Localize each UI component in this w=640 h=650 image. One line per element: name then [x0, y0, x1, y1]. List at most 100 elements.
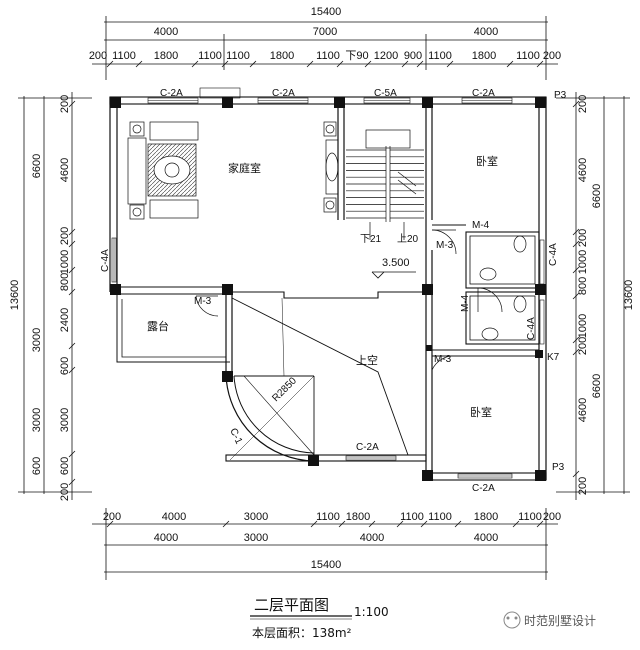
tag-c2a-2: C-2A [272, 88, 295, 99]
top-inner-dim-2: 1100 [112, 50, 136, 62]
left-mid-dim-4: 600 [31, 457, 43, 475]
tag-c5a: C-5A [374, 88, 397, 99]
tag-m3-bedroom-top: M-3 [436, 240, 454, 251]
tag-c1: C-1 [227, 427, 244, 447]
dim-tick [222, 520, 230, 528]
tag-c2a-1: C-2A [160, 88, 183, 99]
windows [111, 87, 545, 479]
left-mid-dim-1: 6600 [31, 154, 43, 178]
dim-tick [68, 478, 76, 486]
right-inner-dim-6: 1000 [577, 314, 589, 338]
room-void: 上空 [356, 353, 378, 367]
right-inner-dim-7: 200 [577, 337, 589, 355]
radius-label: R2850 [270, 375, 299, 404]
dim-tick [106, 60, 114, 68]
dim-tick [396, 520, 404, 528]
dim-tick [572, 336, 580, 344]
tv-console [323, 121, 339, 213]
bottom-inner-dim-10: 200 [543, 511, 561, 523]
room-terrace: 露台 [147, 319, 169, 333]
top-inner-dim-5: 1100 [226, 50, 250, 62]
top-inner-dim-6: 1800 [270, 50, 294, 62]
drawing-scale: 1:100 [354, 605, 389, 619]
floor-area: 本层面积：138m² [252, 626, 352, 640]
dim-tick [191, 60, 199, 68]
dim-tick [368, 520, 376, 528]
tag-p3-bottom: P3 [552, 462, 565, 473]
top-inner-dim-8: 下90 [345, 50, 368, 62]
top-inner-dim-1: 200 [89, 50, 107, 62]
right-inner-dim-4: 1000 [577, 250, 589, 274]
dim-tick [310, 520, 318, 528]
sofa-set [127, 121, 199, 220]
right-mid-dim-1: 6600 [591, 184, 603, 208]
watermark-text: 时范别墅设计 [524, 614, 596, 628]
left-inner-dim-4: 1000 [59, 250, 71, 274]
dim-tick [572, 266, 580, 274]
top-mid-dim-2: 7000 [313, 26, 337, 38]
dim-tick [572, 228, 580, 236]
dim-tick [68, 228, 76, 236]
left-inner-dim-3: 200 [59, 227, 71, 245]
bottom-inner-dim-1: 200 [103, 511, 121, 523]
top-inner-dim-9: 1200 [374, 50, 398, 62]
tag-m4-top: M-4 [472, 220, 490, 231]
dim-tick [68, 240, 76, 248]
right-dimensions [556, 92, 630, 500]
bottom-mid-dim-4: 4000 [474, 532, 498, 544]
left-inner-dim-9: 600 [59, 457, 71, 475]
tag-p3-top: P3 [554, 90, 567, 101]
dim-tick [572, 348, 580, 356]
right-inner-dim-3: 200 [577, 229, 589, 247]
bottom-inner-dim-5: 1800 [346, 511, 370, 523]
top-inner-dim-7: 1100 [316, 50, 340, 62]
top-inner-dim-3: 1800 [154, 50, 178, 62]
right-inner-dim-5: 800 [577, 277, 589, 295]
left-inner-dim-2: 4600 [59, 158, 71, 182]
dim-tick [512, 520, 520, 528]
tag-m4-side: M-4 [460, 294, 471, 312]
columns [110, 97, 546, 481]
dim-tick [536, 60, 544, 68]
top-inner-dim-14: 200 [543, 50, 561, 62]
bottom-inner-dim-4: 1100 [316, 511, 340, 523]
dim-tick [506, 60, 514, 68]
drawing-title: 二层平面图 [254, 596, 329, 614]
dim-tick [446, 60, 454, 68]
tag-c4a-left: C-4A [100, 249, 111, 272]
room-bedroom-bottom: 卧室 [470, 405, 492, 419]
top-mid-dim-1: 4000 [154, 26, 178, 38]
dim-tick [68, 342, 76, 350]
bottom-inner-dim-6: 1100 [400, 511, 424, 523]
top-inner-dim-10: 900 [404, 50, 422, 62]
left-inner-dim-10: 200 [59, 483, 71, 501]
bottom-inner-dim-8: 1800 [474, 511, 498, 523]
bottom-inner-dim-3: 3000 [244, 511, 268, 523]
top-total-dim: 15400 [311, 6, 342, 18]
level-marker [371, 271, 416, 279]
dim-tick [249, 60, 257, 68]
right-inner-dim-8: 4600 [577, 398, 589, 422]
stair-down-label: 下21 [360, 234, 382, 245]
dim-tick [572, 100, 580, 108]
watermark-icon [503, 611, 521, 629]
right-inner-dim-2: 4600 [577, 158, 589, 182]
dim-tick [336, 60, 344, 68]
bottom-mid-dim-2: 3000 [244, 532, 268, 544]
level-label: 3.500 [382, 257, 410, 269]
tag-c2a-3: C-2A [472, 88, 495, 99]
dim-tick [68, 288, 76, 296]
top-inner-dim-13: 1100 [516, 50, 540, 62]
stair-up-label: 上20 [397, 233, 419, 245]
left-mid-dim-3: 3000 [31, 408, 43, 432]
dim-tick [306, 60, 314, 68]
top-inner-dim-4: 1100 [198, 50, 222, 62]
dim-tick [572, 240, 580, 248]
bottom-total-dim: 15400 [311, 559, 342, 571]
tag-c4a-right-2: C-4A [526, 317, 537, 340]
tag-m3-bedroom-bottom: M-3 [434, 354, 452, 365]
tag-c4a-right-1: C-4A [548, 243, 559, 266]
dim-tick [420, 520, 428, 528]
tag-k7: K7 [547, 352, 560, 363]
dim-tick [68, 266, 76, 274]
